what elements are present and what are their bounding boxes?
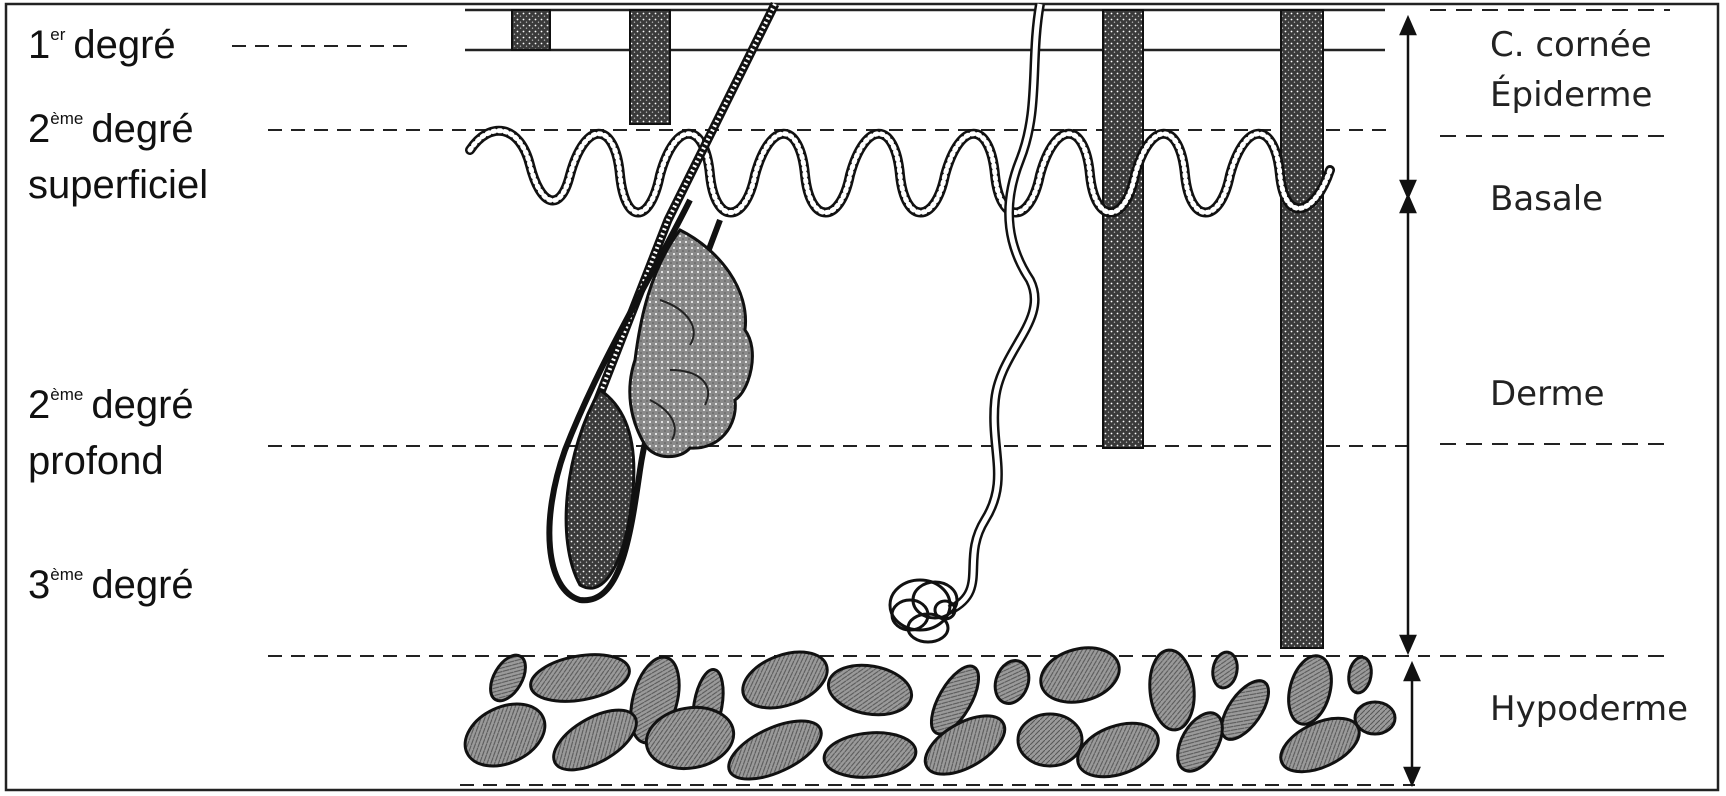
bar-first-degree bbox=[512, 10, 550, 50]
first-degree-sup: er bbox=[50, 25, 65, 44]
arrow-hypodermis bbox=[1405, 664, 1419, 784]
first-degree-num: 1 bbox=[28, 23, 50, 67]
first-degree-word: degré bbox=[73, 23, 175, 67]
bar-second-deep bbox=[1103, 10, 1143, 448]
bar-second-superficial bbox=[630, 10, 670, 124]
layer-arrows bbox=[1401, 18, 1419, 784]
third-degree-word: degré bbox=[91, 563, 193, 607]
label-hypodermis: Hypoderme bbox=[1490, 689, 1688, 729]
arrow-epidermis bbox=[1401, 18, 1415, 197]
label-second-degree-superficial: 2ème degré superficiel bbox=[28, 107, 208, 207]
hypodermis-fat-layer bbox=[455, 640, 1395, 792]
skin-surface bbox=[465, 10, 1385, 50]
fat-lobule-icon bbox=[455, 640, 1395, 792]
label-third-degree: 3ème degré bbox=[28, 563, 194, 607]
basal-layer-wave-inner bbox=[470, 131, 1330, 213]
second-deep-line2: profond bbox=[28, 439, 164, 483]
arrow-dermis bbox=[1401, 196, 1415, 652]
second-sup-num: 2 bbox=[28, 107, 50, 151]
sweat-coil bbox=[890, 580, 957, 642]
sweat-gland-icon bbox=[890, 4, 1040, 642]
label-basal: Basale bbox=[1490, 179, 1603, 219]
third-degree-sup: ème bbox=[50, 565, 83, 584]
second-deep-sup: ème bbox=[50, 385, 83, 404]
second-sup-word: degré bbox=[91, 107, 193, 151]
second-deep-word: degré bbox=[91, 383, 193, 427]
depth-lines-left bbox=[232, 46, 1430, 785]
bar-third-degree bbox=[1281, 10, 1323, 648]
second-sup-line2: superficiel bbox=[28, 163, 208, 207]
third-degree-num: 3 bbox=[28, 563, 50, 607]
burn-depth-bars bbox=[512, 10, 1323, 648]
second-deep-num: 2 bbox=[28, 383, 50, 427]
second-sup-sup: ème bbox=[50, 109, 83, 128]
label-second-degree-deep: 2ème degré profond bbox=[28, 383, 194, 483]
sweat-duct bbox=[950, 4, 1040, 610]
label-dermis: Derme bbox=[1490, 374, 1605, 414]
label-epidermis: Épiderme bbox=[1490, 74, 1652, 115]
label-cornea: C. cornée bbox=[1490, 25, 1652, 65]
